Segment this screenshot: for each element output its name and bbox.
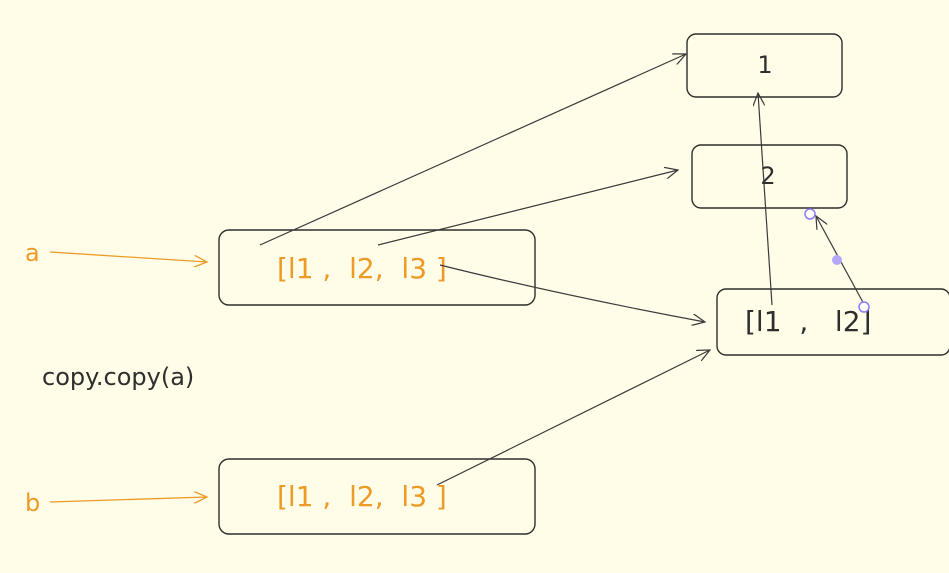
selection-handle-mid[interactable] [832, 255, 842, 265]
arrow-b-to-list[interactable] [49, 497, 207, 502]
list-b-label: [l1 , l2, l3 ] [277, 480, 447, 513]
variable-a-label: a [25, 239, 40, 267]
arrow-l2-to-2[interactable] [377, 170, 678, 246]
arrow-l3-b-to-inner-list[interactable] [436, 350, 710, 486]
arrow-l3-a-to-inner-list[interactable] [439, 264, 705, 322]
variable-b-label: b [25, 489, 40, 517]
arrow-l1-to-1[interactable] [259, 54, 686, 246]
inner-list-label: [l1 , l2] [745, 305, 871, 338]
int-box-1-label: 1 [757, 51, 772, 79]
arrow-a-to-list[interactable] [49, 251, 207, 262]
list-a-box[interactable] [218, 229, 536, 306]
int-box-2[interactable] [691, 144, 848, 209]
selection-handle-end[interactable] [858, 301, 870, 313]
arrow-inner-l1-to-1[interactable] [758, 93, 773, 306]
selection-handle-start[interactable] [804, 208, 816, 220]
inner-list-box[interactable] [716, 288, 949, 356]
code-label: copy.copy(a) [42, 363, 194, 391]
list-b-box[interactable] [218, 458, 536, 535]
list-a-label: [l1 , l2, l3 ] [277, 252, 447, 285]
